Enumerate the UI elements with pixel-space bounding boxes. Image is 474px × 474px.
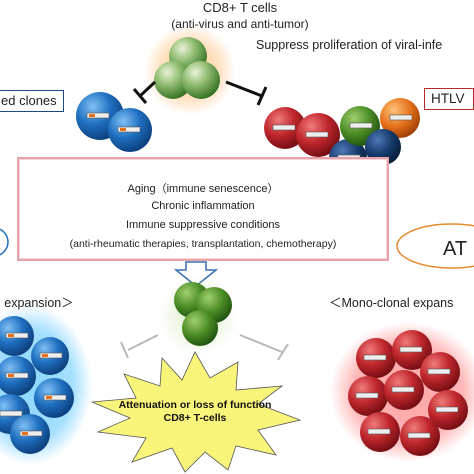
factor-immune-suppressive: Immune suppressive conditions xyxy=(125,219,281,231)
cell-tag xyxy=(19,430,43,437)
cell-tag xyxy=(5,332,29,339)
cd8-cell xyxy=(182,61,220,99)
monoclonal-label: ＜Mono-clonal expans xyxy=(329,296,454,310)
attenuation-starburst xyxy=(91,351,302,473)
cell-tag-mark xyxy=(22,432,28,435)
cell-tag xyxy=(427,368,451,375)
cell-tag xyxy=(86,112,110,119)
faded-inhibit-left xyxy=(120,334,159,359)
cell-tag xyxy=(39,352,63,359)
factor-therapies: (anti-rheumatic therapies, transplantati… xyxy=(69,238,337,250)
at-label: AT xyxy=(443,238,468,260)
navy-cell xyxy=(365,129,401,165)
faded-inhibit-right xyxy=(239,334,289,361)
cd8-title: CD8+ T cells xyxy=(202,0,278,15)
cell-tag xyxy=(272,124,296,131)
factor-aging: Aging（immune senescence） xyxy=(127,183,279,195)
suppress-text: Suppress proliferation of viral-infe xyxy=(256,38,443,52)
at-oval xyxy=(396,223,474,269)
cell-tag xyxy=(363,354,387,361)
cell-tag xyxy=(435,406,459,413)
cd8-cluster-center xyxy=(158,276,238,356)
inhibit-arrow-right xyxy=(225,80,268,106)
attenuation-text: Attenuation or loss of function xyxy=(118,399,272,411)
clones-label: ed clones xyxy=(0,90,64,112)
cell-tag xyxy=(407,432,431,439)
cell-tag xyxy=(349,122,373,129)
cell-tag xyxy=(355,392,379,399)
cell-tag xyxy=(367,428,391,435)
cd8-subtitle: (anti-virus and anti-tumor) xyxy=(171,17,309,31)
cell-tag xyxy=(117,126,141,133)
attenuation-cells-text: CD8+ T-cells xyxy=(163,412,227,424)
factor-inflammation: Chronic inflammation xyxy=(151,200,255,212)
cell-tag xyxy=(0,410,23,417)
factors-box: Aging（immune senescence） Chronic inflamm… xyxy=(17,157,389,261)
cd8-cluster-top xyxy=(145,25,235,115)
monoclonal-cluster xyxy=(330,322,474,462)
left-oval-partial xyxy=(0,228,9,256)
cell-tag-mark xyxy=(120,128,126,131)
blue-clones-top xyxy=(76,92,152,152)
cd8-cell xyxy=(154,61,192,99)
cell-tag xyxy=(43,394,67,401)
cell-tag-mark xyxy=(89,114,95,117)
cell-tag xyxy=(305,131,329,138)
cd8-cell xyxy=(182,310,218,346)
cell-tag-mark xyxy=(42,354,48,357)
cell-tag-mark xyxy=(46,396,52,399)
polyclonal-label: l expansion＞ xyxy=(0,296,74,310)
polyclonal-cluster xyxy=(0,305,92,465)
cell-tag xyxy=(399,346,423,353)
cell-tag xyxy=(389,114,413,121)
inhibit-arrow-left xyxy=(132,80,157,104)
htlv-label: HTLV xyxy=(424,88,474,110)
cell-tag xyxy=(391,386,415,393)
cell-tag xyxy=(5,372,29,379)
cell-tag-mark xyxy=(8,374,14,377)
cell-tag-mark xyxy=(8,334,14,337)
